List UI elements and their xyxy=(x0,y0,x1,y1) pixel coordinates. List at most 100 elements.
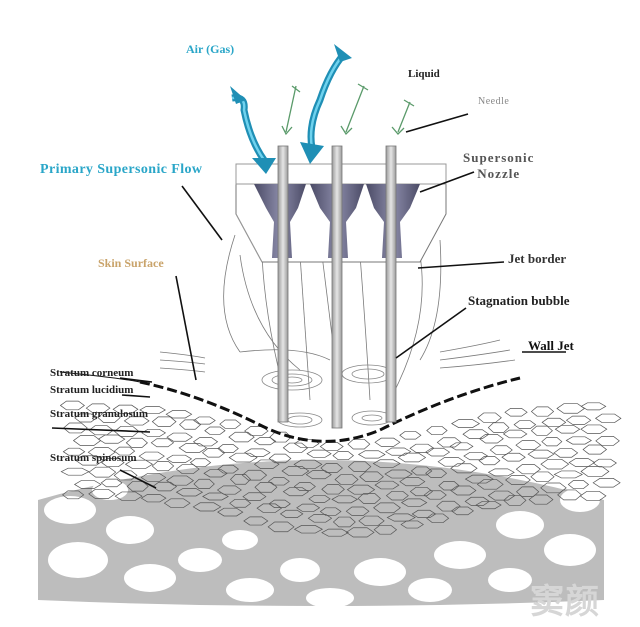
epidermis-cell xyxy=(123,416,150,426)
epidermis-cell xyxy=(359,471,384,482)
epidermis-cell xyxy=(346,484,376,495)
epidermis-cell xyxy=(464,474,494,484)
epidermis-cell xyxy=(282,442,309,453)
epidermis-cell xyxy=(113,446,136,456)
epidermis-cell xyxy=(61,490,85,500)
epidermis-cell xyxy=(347,461,372,472)
epidermis-cell xyxy=(477,412,502,423)
epidermis-cell xyxy=(345,527,375,538)
supersonic-nozzle-label-line1: Supersonic xyxy=(463,150,535,165)
epidermis-cell xyxy=(193,478,215,489)
epidermis-cell xyxy=(243,516,269,526)
epidermis-cell xyxy=(580,466,610,477)
epidermis-cell xyxy=(138,451,165,461)
supersonic-nozzle-label: Supersonic Nozzle xyxy=(463,150,534,182)
epidermis-cell xyxy=(179,419,202,430)
epidermis-cell xyxy=(501,452,526,462)
epidermis-cell xyxy=(321,528,349,537)
epidermis-cell xyxy=(385,490,409,501)
epidermis-cell xyxy=(166,475,195,486)
epidermis-cell xyxy=(530,406,555,417)
epidermis-cell xyxy=(462,429,490,440)
epidermis-cell xyxy=(372,459,401,468)
jet-border-label: Jet border xyxy=(508,251,567,266)
epidermis-cell xyxy=(489,445,513,455)
epidermis-cell xyxy=(345,506,370,516)
epidermis-cell xyxy=(374,480,400,490)
epidermis-cell xyxy=(88,488,116,499)
liquid-arrow-1 xyxy=(285,85,297,133)
epidermis-cell xyxy=(357,450,386,459)
epidermis-cell xyxy=(565,415,592,425)
epidermis-cell xyxy=(100,478,123,488)
epidermis-cell xyxy=(140,494,167,503)
epidermis-cell xyxy=(592,478,621,488)
epidermis-cell xyxy=(256,503,283,513)
epidermis-cell xyxy=(450,485,477,496)
epidermis-cell xyxy=(426,426,448,436)
epidermis-cell xyxy=(204,426,226,435)
stratum-spinosum-label: Stratum spinosum xyxy=(50,452,137,464)
epidermis-cell xyxy=(244,448,271,457)
epidermis-cell xyxy=(203,469,228,478)
epidermis-cell xyxy=(241,469,268,481)
epidermis-cell xyxy=(503,495,527,506)
epidermis-cell xyxy=(426,513,450,523)
epidermis-cell xyxy=(423,490,447,500)
epidermis-cell xyxy=(114,491,143,501)
epidermis-cell xyxy=(357,493,381,504)
epidermis-cell xyxy=(178,443,208,453)
epidermis-cell xyxy=(268,499,291,508)
epidermis-cell xyxy=(487,468,515,477)
epidermis-cell xyxy=(201,448,226,458)
epidermis-cell xyxy=(565,436,593,445)
epidermis-cell xyxy=(242,492,267,501)
epidermis-cell xyxy=(530,471,555,482)
epidermis-cell xyxy=(166,454,193,463)
epidermis-cell xyxy=(374,437,401,447)
stratum-lucidium-label: Stratum lucidium xyxy=(50,384,134,396)
leader-lines xyxy=(51,113,566,489)
epidermis-cell xyxy=(386,513,416,522)
epidermis-cell xyxy=(229,498,252,508)
epidermis-cell xyxy=(409,443,435,453)
epidermis-cell xyxy=(502,429,528,439)
epidermis-cell xyxy=(580,424,608,434)
skin-surface-label: Skin Surface xyxy=(98,256,164,270)
epidermis-cell xyxy=(540,482,567,494)
epidermis-cell xyxy=(580,402,607,411)
epidermis-cell xyxy=(293,482,316,491)
stratum-granulosum-label: Stratum granulosum xyxy=(50,408,149,420)
epidermis-cell xyxy=(334,474,359,485)
epidermis-cell xyxy=(281,465,310,476)
epidermis-cell xyxy=(163,498,191,508)
flow-streamlines xyxy=(159,234,516,401)
epidermis-cell xyxy=(554,424,581,434)
epidermis-cell xyxy=(97,434,126,444)
epidermis-cell xyxy=(410,466,433,476)
epidermis-cell xyxy=(141,428,167,437)
air-gas-label: Air (Gas) xyxy=(186,42,235,56)
epidermis-cell xyxy=(347,438,371,450)
epidermis-cell xyxy=(97,412,121,423)
epidermis-cell xyxy=(527,449,555,459)
epidermis-cell xyxy=(321,484,345,495)
epidermis-cell xyxy=(400,498,428,507)
air-arrow-right xyxy=(300,44,352,164)
epidermis-cell xyxy=(530,425,553,436)
epidermis-cell xyxy=(478,456,501,466)
epidermis-cell xyxy=(88,466,117,478)
epidermis-cell xyxy=(112,404,139,414)
epidermis-cell xyxy=(332,451,355,461)
air-arrow-left xyxy=(230,86,276,174)
needle-label: Needle xyxy=(478,96,510,107)
epidermis-cell xyxy=(151,416,177,427)
needles xyxy=(277,145,397,429)
epidermis-cell xyxy=(73,480,102,489)
epidermis-cell xyxy=(319,507,342,516)
epidermis-cell xyxy=(228,452,258,463)
epidermis-cell xyxy=(139,406,166,414)
epidermis-cell xyxy=(151,460,175,472)
epidermis-cell xyxy=(451,419,481,428)
epidermis-cell xyxy=(308,494,331,503)
